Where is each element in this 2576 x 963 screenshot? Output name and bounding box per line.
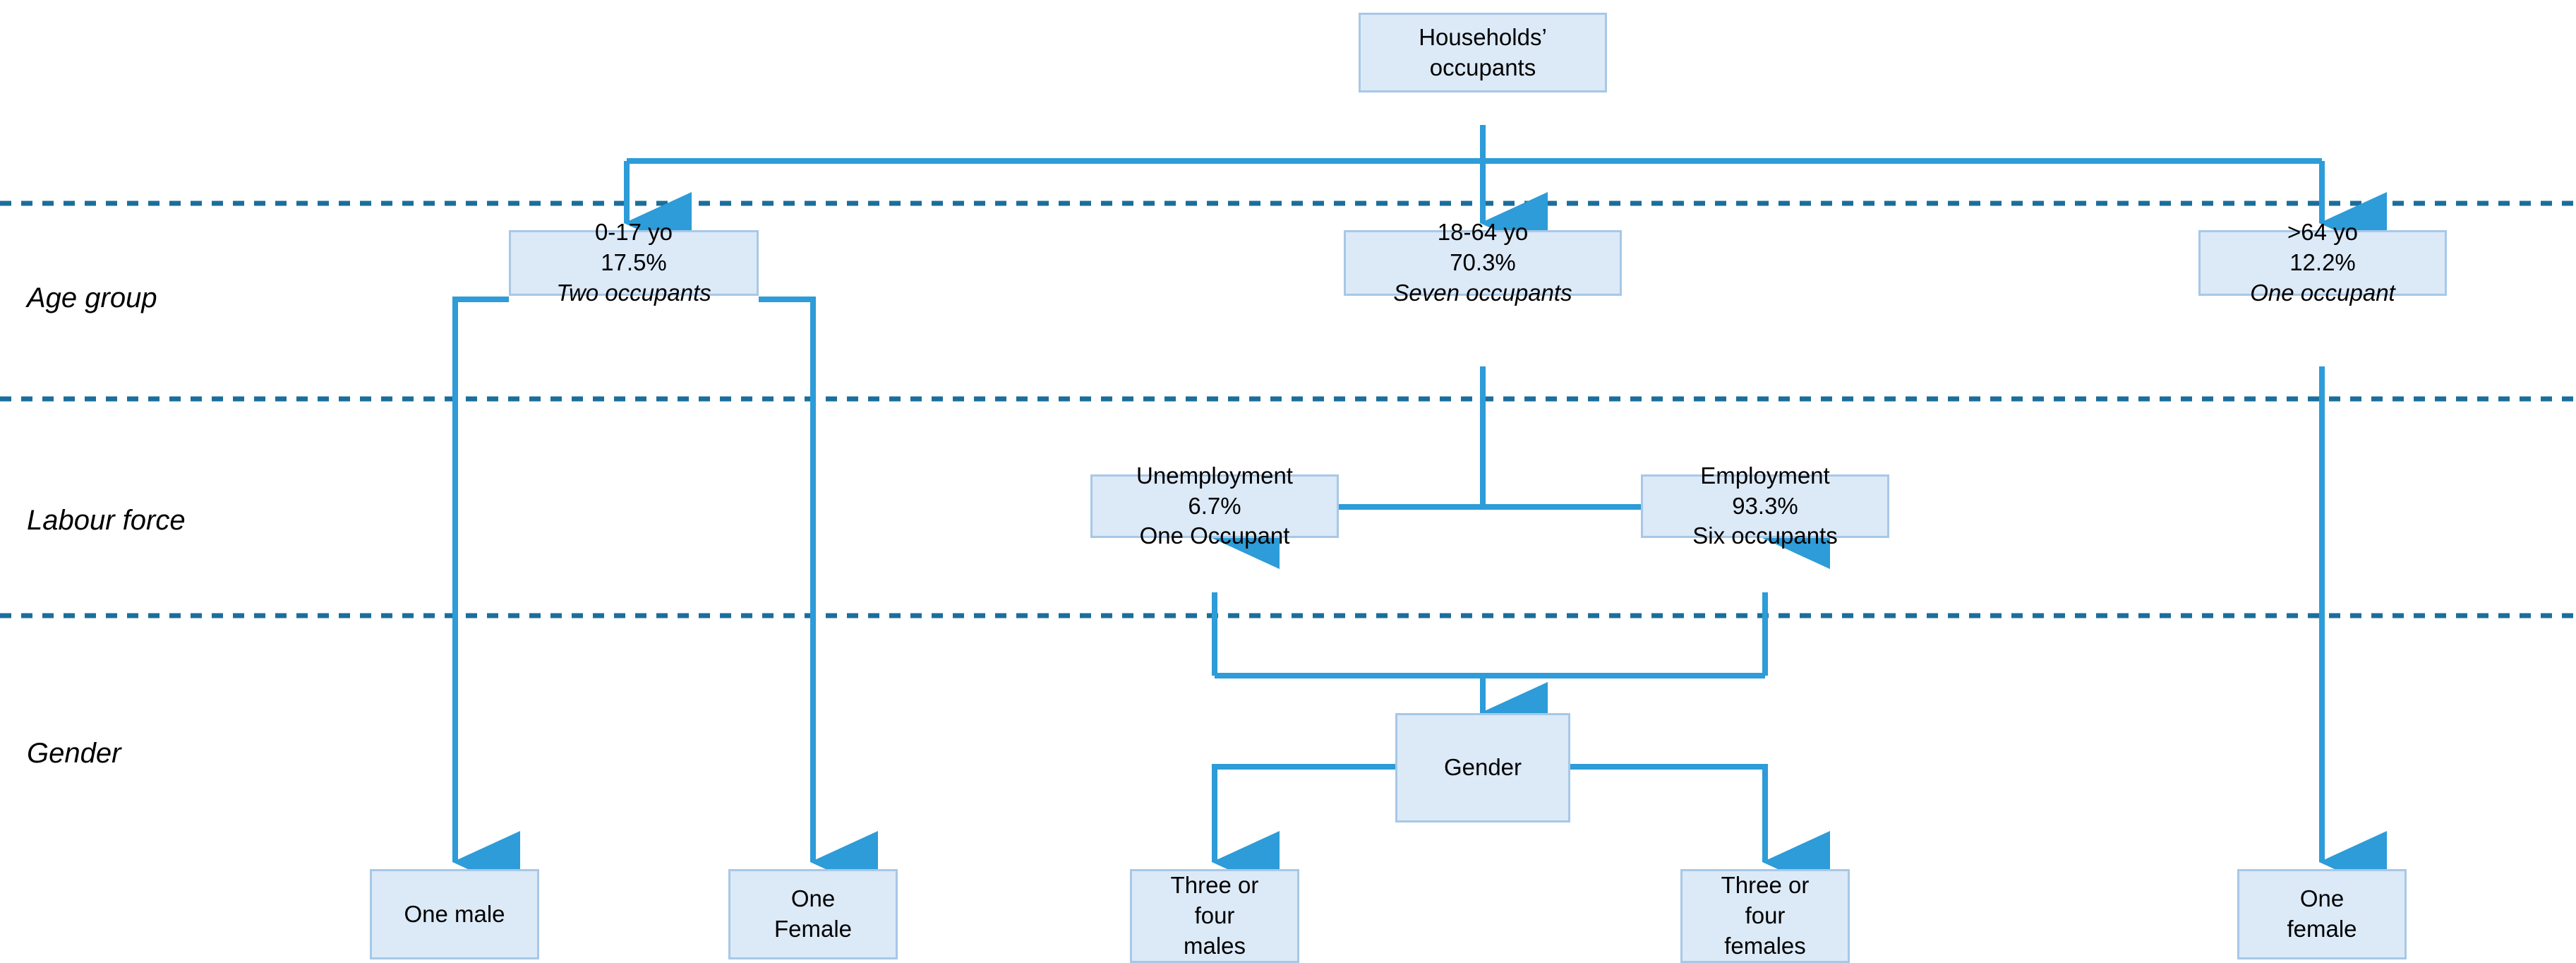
node-line: Employment xyxy=(1700,462,1830,489)
node-three-four-females[interactable]: Three or four females xyxy=(1680,869,1850,963)
row-label-age-group: Age group xyxy=(27,282,157,313)
node-line: four xyxy=(1194,902,1235,929)
node-age-18-64[interactable]: 18-64 yo 70.3% Seven occupants xyxy=(1344,219,1622,306)
node-line: 12.2% xyxy=(2289,249,2356,276)
node-line: 6.7% xyxy=(1188,492,1241,519)
node-line: males xyxy=(1183,932,1246,959)
node-line: 93.3% xyxy=(1732,492,1798,519)
node-unemployment[interactable]: Unemployment 6.7% One Occupant xyxy=(1090,462,1339,549)
node-line: four xyxy=(1745,902,1786,929)
node-households-occupants[interactable]: Households’ occupants xyxy=(1359,13,1607,92)
node-line: 18-64 yo xyxy=(1437,219,1529,246)
node-line: Households’ xyxy=(1419,23,1547,50)
node-one-female-elder[interactable]: One female xyxy=(2237,869,2407,959)
node-line: Three or xyxy=(1721,872,1810,899)
node-line: One xyxy=(2299,885,2345,912)
node-line: 17.5% xyxy=(601,249,667,276)
node-line: Seven occupants xyxy=(1393,279,1572,306)
node-line: occupants xyxy=(1429,54,1536,80)
node-line: One male xyxy=(404,900,505,927)
node-employment[interactable]: Employment 93.3% Six occupants xyxy=(1641,462,1889,549)
node-one-male[interactable]: One male xyxy=(370,869,539,959)
node-line: Female xyxy=(774,916,853,942)
node-age-over-64[interactable]: >64 yo 12.2% One occupant xyxy=(2198,219,2447,306)
wire-gender-right xyxy=(1522,764,1830,893)
node-line: Two occupants xyxy=(556,279,711,306)
row-label-gender: Gender xyxy=(27,738,121,769)
node-line: One Occupant xyxy=(1139,522,1290,549)
wire-age-0-17-right xyxy=(759,297,878,893)
node-three-four-males[interactable]: Three or four males xyxy=(1130,869,1299,963)
node-line: 70.3% xyxy=(1450,249,1516,276)
node-line: females xyxy=(1724,932,1806,959)
node-age-0-17[interactable]: 0-17 yo 17.5% Two occupants xyxy=(509,219,759,306)
wire-gender-left xyxy=(1212,764,1443,893)
wire-age-0-17-left xyxy=(452,297,520,893)
node-one-female-child[interactable]: One Female xyxy=(728,869,898,959)
node-line: Gender xyxy=(1443,754,1522,781)
node-line: female xyxy=(2287,916,2357,942)
row-label-labour-force: Labour force xyxy=(27,505,186,536)
node-line: Unemployment xyxy=(1136,462,1293,489)
node-line: Six occupants xyxy=(1692,522,1838,549)
node-gender-split[interactable]: Gender xyxy=(1395,713,1570,823)
node-line: >64 yo xyxy=(2287,219,2358,246)
node-line: One occupant xyxy=(2250,279,2395,306)
node-line: Three or xyxy=(1170,872,1259,899)
node-line: One xyxy=(790,885,836,912)
node-line: 0-17 yo xyxy=(594,219,673,246)
